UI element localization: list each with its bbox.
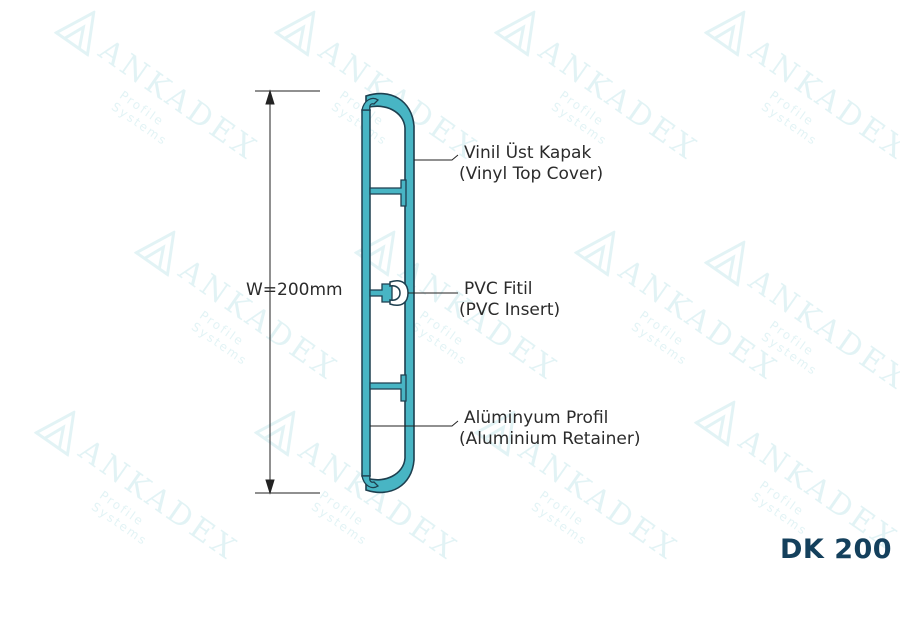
watermark-logo-icon: [33, 409, 76, 458]
retainer-top-hook: [361, 97, 380, 111]
watermark-logo-icon: [473, 409, 516, 458]
watermark-logo-icon: [493, 9, 536, 58]
callout-pvc-insert: PVC Fitil (PVC Insert): [459, 279, 560, 321]
watermark: ANKADEX Profile Systems: [665, 221, 900, 440]
callout-label-en: (Aluminium Retainer): [459, 429, 641, 449]
model-code: DK 200: [780, 534, 893, 565]
watermark: ANKADEX Profile Systems: [455, 0, 705, 209]
profile-section-drawing: [255, 89, 459, 495]
watermark-logo-icon: [703, 9, 746, 58]
dimension-line: [255, 89, 320, 495]
watermark: ANKADEX Profile Systems: [0, 391, 245, 610]
aluminium-retainer: [361, 97, 407, 489]
watermark: ANKADEX Profile Systems: [235, 0, 485, 209]
callout-aluminium-retainer: Alüminyum Profil (Aluminium Retainer): [459, 408, 640, 450]
watermark: ANKADEX Profile Systems: [665, 0, 900, 209]
retainer-insert-channel: [369, 283, 393, 303]
watermark-logo-icon: [133, 229, 176, 278]
retainer-bottom-hook: [361, 475, 380, 489]
callout-label-en: (Vinyl Top Cover): [459, 164, 604, 184]
watermark: ANKADEX Profile Systems: [95, 211, 345, 430]
callout-label-tr: Vinil Üst Kapak: [464, 143, 592, 163]
watermark-logo-icon: [273, 9, 316, 58]
watermark-logo-icon: [253, 409, 296, 458]
watermark: ANKADEX Profile Systems: [535, 211, 785, 430]
retainer-upper-arm: [369, 179, 407, 207]
watermark-logo-icon: [573, 229, 616, 278]
vinyl-top-cover: [365, 92, 415, 494]
callout-label-en: (PVC Insert): [459, 300, 561, 320]
watermark: ANKADEX Profile Systems: [215, 391, 465, 610]
watermark-logo-icon: [53, 9, 96, 58]
watermark-logo-icon: [703, 239, 746, 288]
dimension-label: W=200mm: [246, 280, 343, 300]
watermark-logo-icon: [353, 229, 396, 278]
leader-lines: [370, 154, 459, 427]
watermark: ANKADEX Profile Systems: [315, 211, 565, 430]
watermark: ANKADEX Profile Systems: [435, 391, 685, 610]
callout-label-tr: PVC Fitil: [464, 279, 533, 299]
arrowhead-down-icon: [265, 479, 275, 495]
callout-vinyl-top-cover: Vinil Üst Kapak (Vinyl Top Cover): [459, 143, 603, 185]
watermark: ANKADEX Profile Systems: [15, 0, 265, 209]
callout-label-tr: Alüminyum Profil: [464, 408, 609, 428]
arrowhead-up-icon: [265, 89, 275, 105]
leader-aluminium-retainer: [370, 420, 459, 427]
watermark: ANKADEX Profile Systems: [655, 381, 900, 600]
retainer-lower-arm: [369, 374, 407, 402]
pvc-insert: [389, 280, 409, 306]
leader-vinyl-cover: [414, 154, 459, 161]
retainer-back-plate: [361, 109, 371, 477]
watermark-logo-icon: [693, 399, 736, 448]
diagram-canvas: ANKADEX Profile Systems ANKADEX Profile …: [15, 0, 900, 568]
